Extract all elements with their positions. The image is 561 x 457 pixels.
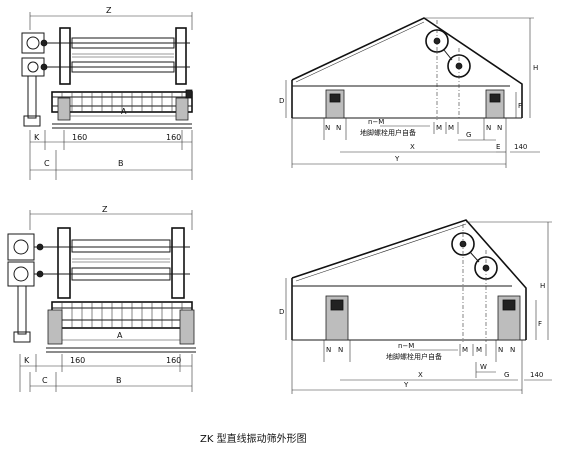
dim-a-label: A (121, 107, 127, 116)
side-view-top: N N M M N N n−M 地脚螺栓用户自备 D F H G X E 140… (279, 17, 540, 168)
dim-x-label: X (410, 143, 415, 151)
dim-160-left-bottom: 160 (70, 356, 85, 365)
dim-c-label-bottom: C (42, 376, 48, 385)
label-n-4: N (497, 124, 502, 132)
dim-160-left: 160 (72, 133, 87, 142)
dim-e-label: E (496, 143, 500, 151)
dim-b-label-bottom: B (116, 376, 122, 385)
dim-160-right: 160 (166, 133, 181, 142)
dim-160-right-bottom: 160 (166, 356, 181, 365)
dim-c-label: C (44, 159, 50, 168)
front-view-bottom: Z (7, 205, 196, 392)
dim-140-top: 140 (514, 143, 527, 151)
label-nm-bottom: n−M (398, 342, 414, 350)
dim-b-label: B (118, 159, 124, 168)
dim-a-label-bottom: A (117, 331, 123, 340)
dim-d-label: D (279, 97, 284, 105)
label-n-2: N (336, 124, 341, 132)
side-view-bottom: N N M M N N n−M 地脚螺栓用户自备 D F H W X G 140… (279, 219, 552, 394)
dim-h-label: H (533, 64, 538, 72)
dim-x-label-bottom: X (418, 371, 423, 379)
screen-ribs (61, 92, 183, 112)
dim-k-label-bottom: K (24, 356, 30, 365)
dim-z-label-bottom: Z (102, 205, 108, 214)
dim-140-bottom: 140 (530, 371, 543, 379)
label-n-b4: N (510, 346, 515, 354)
label-nm: n−M (368, 118, 384, 126)
label-m-2: M (448, 124, 454, 132)
screen-ribs-bottom (61, 302, 183, 328)
label-m-b1: M (462, 346, 468, 354)
dim-g-label: G (466, 131, 471, 139)
figure-caption: ZK 型直线振动筛外形图 (200, 432, 307, 445)
label-n-1: N (325, 124, 330, 132)
dim-f-label-bottom: F (538, 320, 542, 328)
dim-k-label: K (34, 133, 40, 142)
dim-h-label-bottom: H (540, 282, 545, 290)
label-m-b2: M (476, 346, 482, 354)
dim-w-label: W (480, 363, 487, 371)
dim-y-label-bottom: Y (403, 381, 409, 389)
label-m-1: M (436, 124, 442, 132)
dim-g-label-bottom: G (504, 371, 509, 379)
label-n-b1: N (326, 346, 331, 354)
label-n-b2: N (338, 346, 343, 354)
front-view-top: Z (21, 6, 193, 180)
dim-f-label: F (518, 102, 522, 110)
label-anchor-note-bottom: 地脚螺栓用户自备 (386, 352, 442, 361)
dim-z-label: Z (106, 6, 112, 15)
label-n-3: N (486, 124, 491, 132)
dim-y-label: Y (394, 155, 400, 163)
label-n-b3: N (498, 346, 503, 354)
label-anchor-note: 地脚螺栓用户自备 (360, 128, 416, 137)
dim-d-label-bottom: D (279, 308, 284, 316)
